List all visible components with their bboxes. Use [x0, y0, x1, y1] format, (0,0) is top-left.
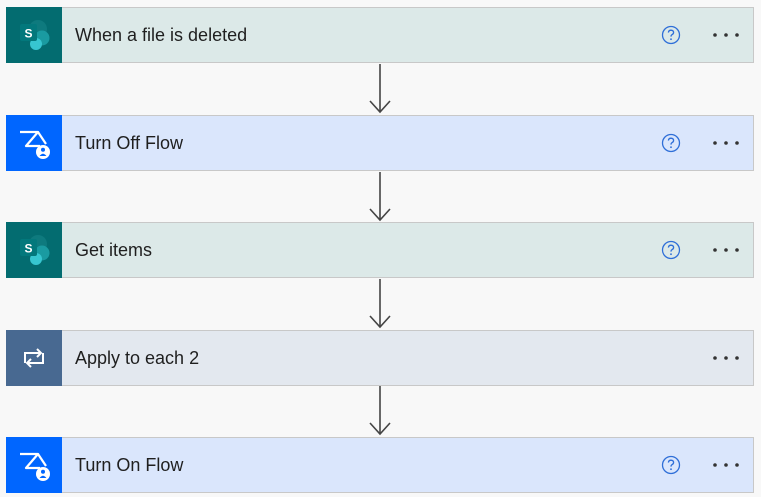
step-title: Get items — [75, 239, 153, 260]
help-icon[interactable] — [661, 240, 681, 260]
flow-management-icon — [6, 115, 62, 171]
help-icon[interactable] — [661, 25, 681, 45]
svg-text:S: S — [24, 27, 32, 41]
svg-text:S: S — [24, 242, 32, 256]
help-icon[interactable] — [661, 133, 681, 153]
connector-arrow-icon — [369, 386, 391, 436]
more-options-icon[interactable] — [711, 133, 741, 153]
step-title: Turn On Flow — [75, 454, 184, 475]
loop-icon — [6, 330, 62, 386]
more-options-icon[interactable] — [711, 25, 741, 45]
more-options-icon[interactable] — [711, 240, 741, 260]
step-card-trigger-file-deleted[interactable]: S When a file is deleted — [6, 7, 754, 63]
connector-arrow-icon — [369, 64, 391, 114]
connector-arrow-icon — [369, 279, 391, 329]
step-title: Turn Off Flow — [75, 132, 184, 153]
sharepoint-icon: S — [6, 7, 62, 63]
flow-management-icon — [6, 437, 62, 493]
step-title: When a file is deleted — [75, 24, 248, 45]
help-icon[interactable] — [661, 455, 681, 475]
step-title: Apply to each 2 — [75, 347, 200, 368]
step-card-turn-off-flow[interactable]: Turn Off Flow — [6, 115, 754, 171]
step-card-apply-to-each-2[interactable]: Apply to each 2 — [6, 330, 754, 386]
more-options-icon[interactable] — [711, 455, 741, 475]
connector-arrow-icon — [369, 172, 391, 222]
step-card-turn-on-flow[interactable]: Turn On Flow — [6, 437, 754, 493]
sharepoint-icon: S — [6, 222, 62, 278]
more-options-icon[interactable] — [711, 348, 741, 368]
step-card-get-items[interactable]: S Get items — [6, 222, 754, 278]
